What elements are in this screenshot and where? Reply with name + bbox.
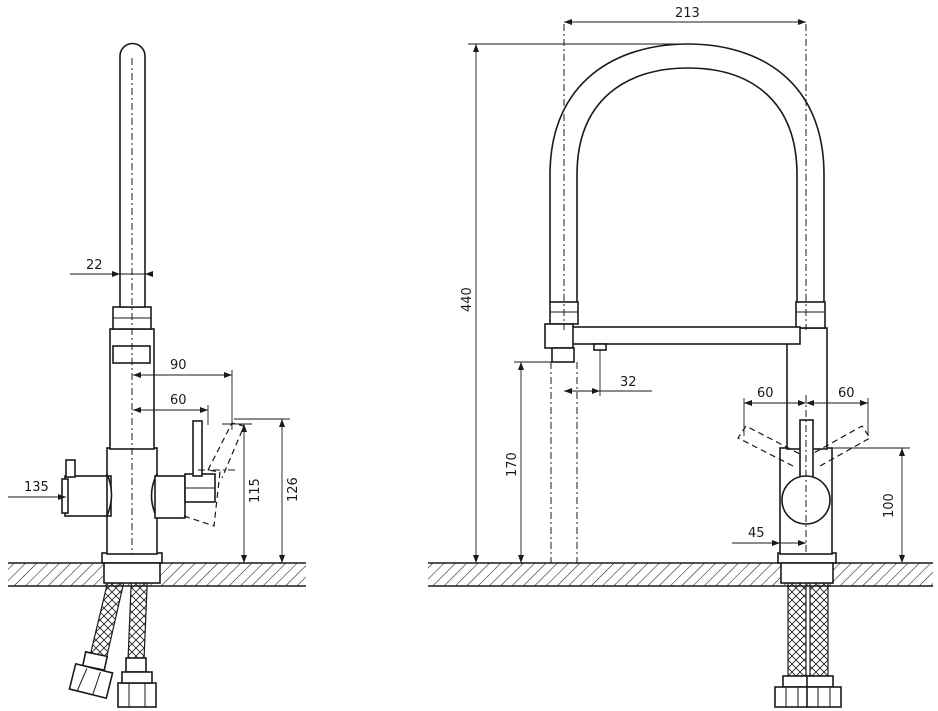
- label-lever-height-max: 126: [286, 477, 301, 502]
- side-lever: [150, 420, 245, 527]
- dim-lever-height-max: 126: [234, 418, 301, 563]
- label-spout-diameter: 22: [86, 258, 103, 273]
- dim-outlet-offset: 32: [564, 350, 652, 396]
- front-view: 213 440 170 32: [428, 6, 933, 708]
- front-lever-swing-right: [811, 425, 871, 467]
- label-outlet-offset: 32: [620, 375, 637, 390]
- dim-spout-span: 213: [564, 6, 806, 25]
- front-base-stub: [780, 562, 834, 584]
- side-inlet-handle: [61, 459, 113, 517]
- front-spout-inner: [576, 67, 798, 302]
- dim-lever-swing-right: 60: [806, 386, 869, 436]
- dim-lever-reach-inner: 60: [133, 393, 209, 425]
- side-view: 22 90 60 135 1: [8, 42, 306, 708]
- dim-lever-reach-outer: 90: [133, 358, 233, 430]
- side-hose-nut-left: [68, 650, 114, 700]
- label-base-width: 45: [748, 526, 765, 541]
- dim-total-height: 440: [460, 43, 686, 563]
- label-lever-reach-inner: 60: [170, 393, 187, 408]
- dim-inlet-height: 135: [8, 480, 66, 500]
- front-spout-outer: [549, 43, 825, 302]
- label-lever-height: 115: [248, 478, 263, 503]
- dim-lever-swing-left: 60: [743, 386, 806, 436]
- dim-body-height: 100: [832, 447, 910, 563]
- front-spout-ring-right: [795, 301, 826, 329]
- dim-outlet-height: 170: [505, 361, 554, 563]
- front-countertop: [428, 562, 933, 587]
- label-inlet-height: 135: [24, 480, 49, 495]
- label-lever-swing-right: 60: [838, 386, 855, 401]
- side-hoses: [68, 563, 157, 708]
- side-hose-nut-right: [117, 657, 157, 708]
- label-outlet-height: 170: [505, 452, 520, 477]
- front-horizontal-arm: [569, 326, 801, 345]
- side-base-stub: [103, 562, 161, 584]
- side-spout: [119, 42, 146, 308]
- dim-spout-diameter: 22: [70, 258, 153, 277]
- front-spray-nozzle: [551, 347, 575, 363]
- label-lever-reach-outer: 90: [170, 358, 187, 373]
- dim-lever-height: 115: [222, 423, 263, 563]
- dim-base-width: 45: [732, 526, 806, 546]
- front-spray-head: [544, 323, 574, 349]
- front-hoses: [774, 563, 842, 708]
- front-lever-swing-left: [737, 425, 801, 467]
- label-lever-swing-left: 60: [757, 386, 774, 401]
- front-outlet-button: [593, 343, 607, 351]
- label-body-height: 100: [882, 493, 897, 518]
- label-spout-span: 213: [675, 6, 700, 21]
- label-total-height: 440: [460, 287, 475, 312]
